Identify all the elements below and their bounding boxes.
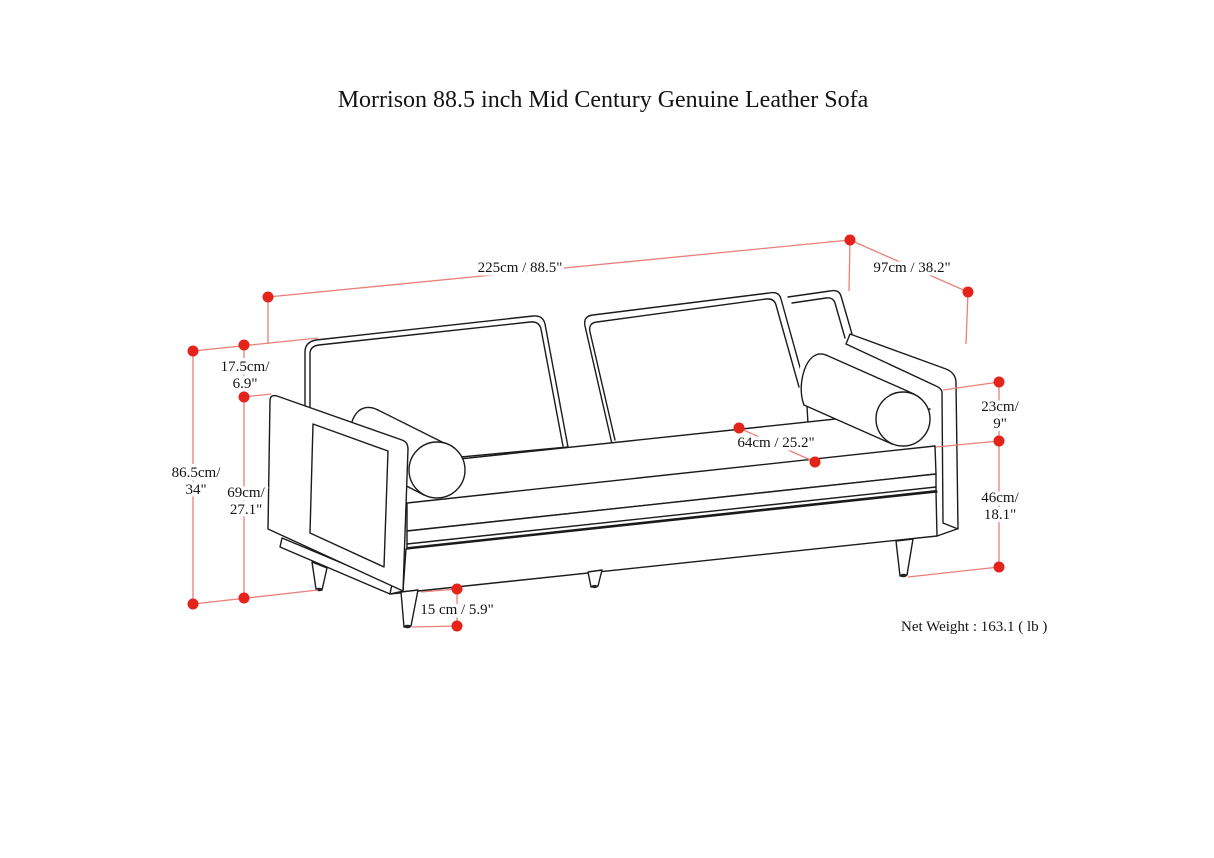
sofa-right-arm (845, 333, 959, 530)
label-back-height-above-arm-2: 6.9" (233, 376, 258, 392)
dim-line-overall-depth (849, 239, 969, 293)
label-seat-height-1: 46cm/ (981, 490, 1019, 506)
sofa-back-frame (787, 289, 853, 339)
sofa-left-arm (267, 394, 409, 592)
dim-line-overall-length (267, 239, 851, 298)
label-overall-length: 225cm / 88.5" (478, 260, 563, 276)
sofa-leg-front-left (400, 589, 419, 628)
sofa-illustration (267, 289, 959, 629)
net-weight-note: Net Weight : 163.1 ( lb ) (901, 619, 1047, 635)
dimension-dots (187, 234, 1005, 632)
label-seat-depth: 64cm / 25.2" (737, 435, 814, 451)
sofa-back-cushion-right (583, 291, 809, 445)
label-back-height-above-arm-1: 17.5cm/ (221, 359, 271, 375)
label-overall-depth: 97cm / 38.2" (873, 260, 950, 276)
page-title: Morrison 88.5 inch Mid Century Genuine L… (338, 87, 869, 113)
label-arm-to-seat-2: 9" (993, 416, 1007, 432)
dimension-lines (192, 239, 1000, 628)
label-leg-height: 15 cm / 5.9" (420, 602, 494, 618)
sofa-front-face (279, 445, 958, 595)
label-arm-to-seat-1: 23cm/ (981, 399, 1019, 415)
label-arm-height-2: 27.1" (230, 502, 262, 518)
label-overall-height-2: 34" (185, 482, 206, 498)
sofa-bolster-right (797, 352, 931, 447)
dimension-labels: 225cm / 88.5" 97cm / 38.2" 17.5cm/ 6.9" … (168, 257, 1023, 622)
sofa-leg-back-middle (587, 569, 603, 588)
label-overall-height-1: 86.5cm/ (172, 465, 222, 481)
dim-line-seat-depth (738, 427, 816, 463)
sofa-legs (311, 538, 914, 629)
sofa-leg-front-right (895, 538, 914, 577)
label-seat-height-2: 18.1" (984, 507, 1016, 523)
label-arm-height-1: 69cm/ (227, 485, 265, 501)
